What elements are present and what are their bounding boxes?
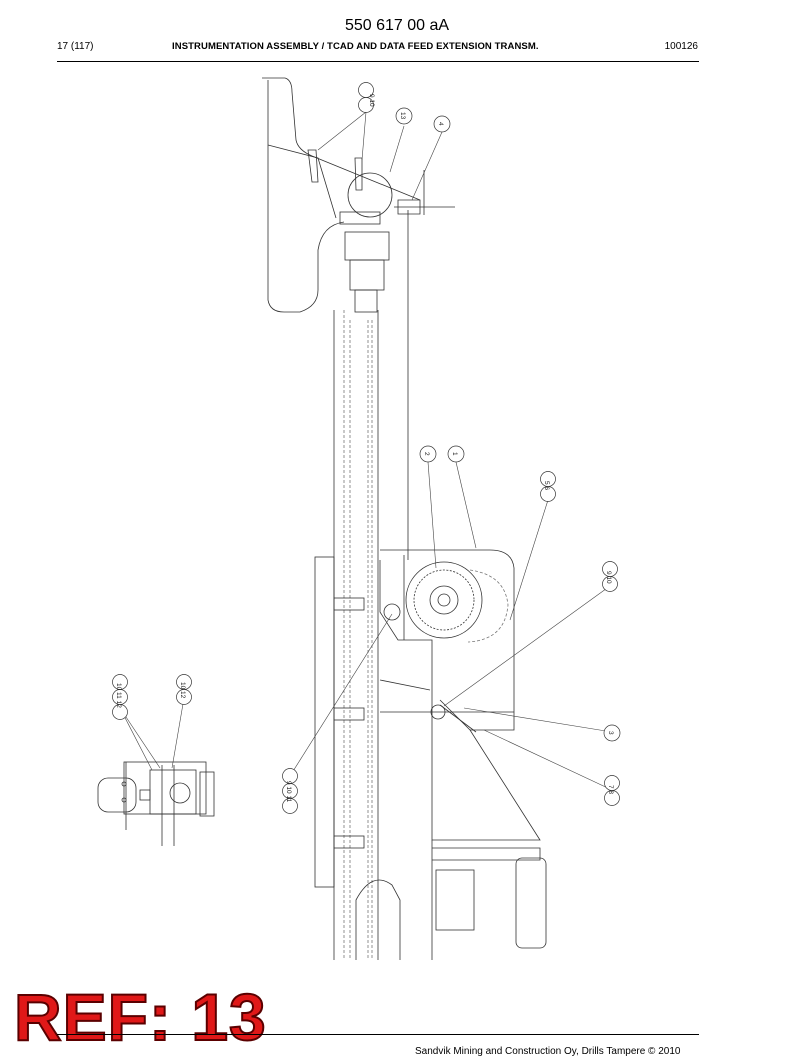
housing-frame: [379, 560, 541, 841]
callout-5-6: 5 6: [540, 471, 556, 502]
callout-3: 3: [603, 724, 621, 742]
svg-text:13: 13: [399, 112, 406, 120]
gear-wheel: [405, 561, 483, 639]
reference-stamp: REF: 13: [13, 980, 267, 1054]
callout-10-12: 10 12: [176, 674, 192, 705]
svg-text:10 11 12: 10 11 12: [115, 683, 122, 708]
callout-13: 13: [395, 107, 413, 125]
callout-9-10-11: 9 10 11: [282, 768, 298, 814]
detail-view: [97, 761, 215, 846]
cylinder: [515, 857, 547, 949]
sensor-head: [344, 231, 390, 261]
svg-text:9 10: 9 10: [605, 571, 612, 584]
header-rule: [57, 61, 699, 62]
pivot-bolt-right: [430, 704, 446, 720]
svg-text:5 6: 5 6: [543, 481, 550, 490]
callout-9-10-right: 9 10: [602, 561, 618, 592]
callout-10-11-12: 10 11 12: [112, 674, 128, 720]
page-title: INSTRUMENTATION ASSEMBLY / TCAD AND DATA…: [172, 41, 539, 52]
svg-text:1: 1: [451, 452, 458, 456]
svg-text:4: 4: [437, 122, 444, 126]
upper-bracket-outline: [262, 77, 421, 201]
callout-9-10-top: 9 10: [358, 82, 375, 113]
svg-text:10 12: 10 12: [179, 682, 186, 699]
svg-text:3: 3: [607, 731, 614, 735]
callout-4: 4: [433, 115, 451, 133]
callout-7-8: 7 8: [604, 775, 620, 806]
callout-1: 1: [447, 445, 465, 463]
svg-text:2: 2: [423, 452, 430, 456]
side-plate: [314, 556, 335, 888]
svg-text:7 8: 7 8: [607, 785, 614, 794]
callout-2: 2: [419, 445, 437, 463]
pivot-bolt-left: [383, 603, 401, 621]
svg-text:9 10: 9 10: [368, 94, 375, 107]
footer-rule: [57, 1034, 699, 1035]
page-number: 17 (117): [57, 41, 94, 52]
pulley-top: [347, 172, 393, 218]
date-code: 100126: [664, 41, 698, 52]
footer-copyright: Sandvik Mining and Construction Oy, Dril…: [415, 1046, 681, 1057]
document-number: 550 617 00 aA: [344, 17, 450, 34]
svg-text:9 10 11: 9 10 11: [285, 781, 292, 803]
